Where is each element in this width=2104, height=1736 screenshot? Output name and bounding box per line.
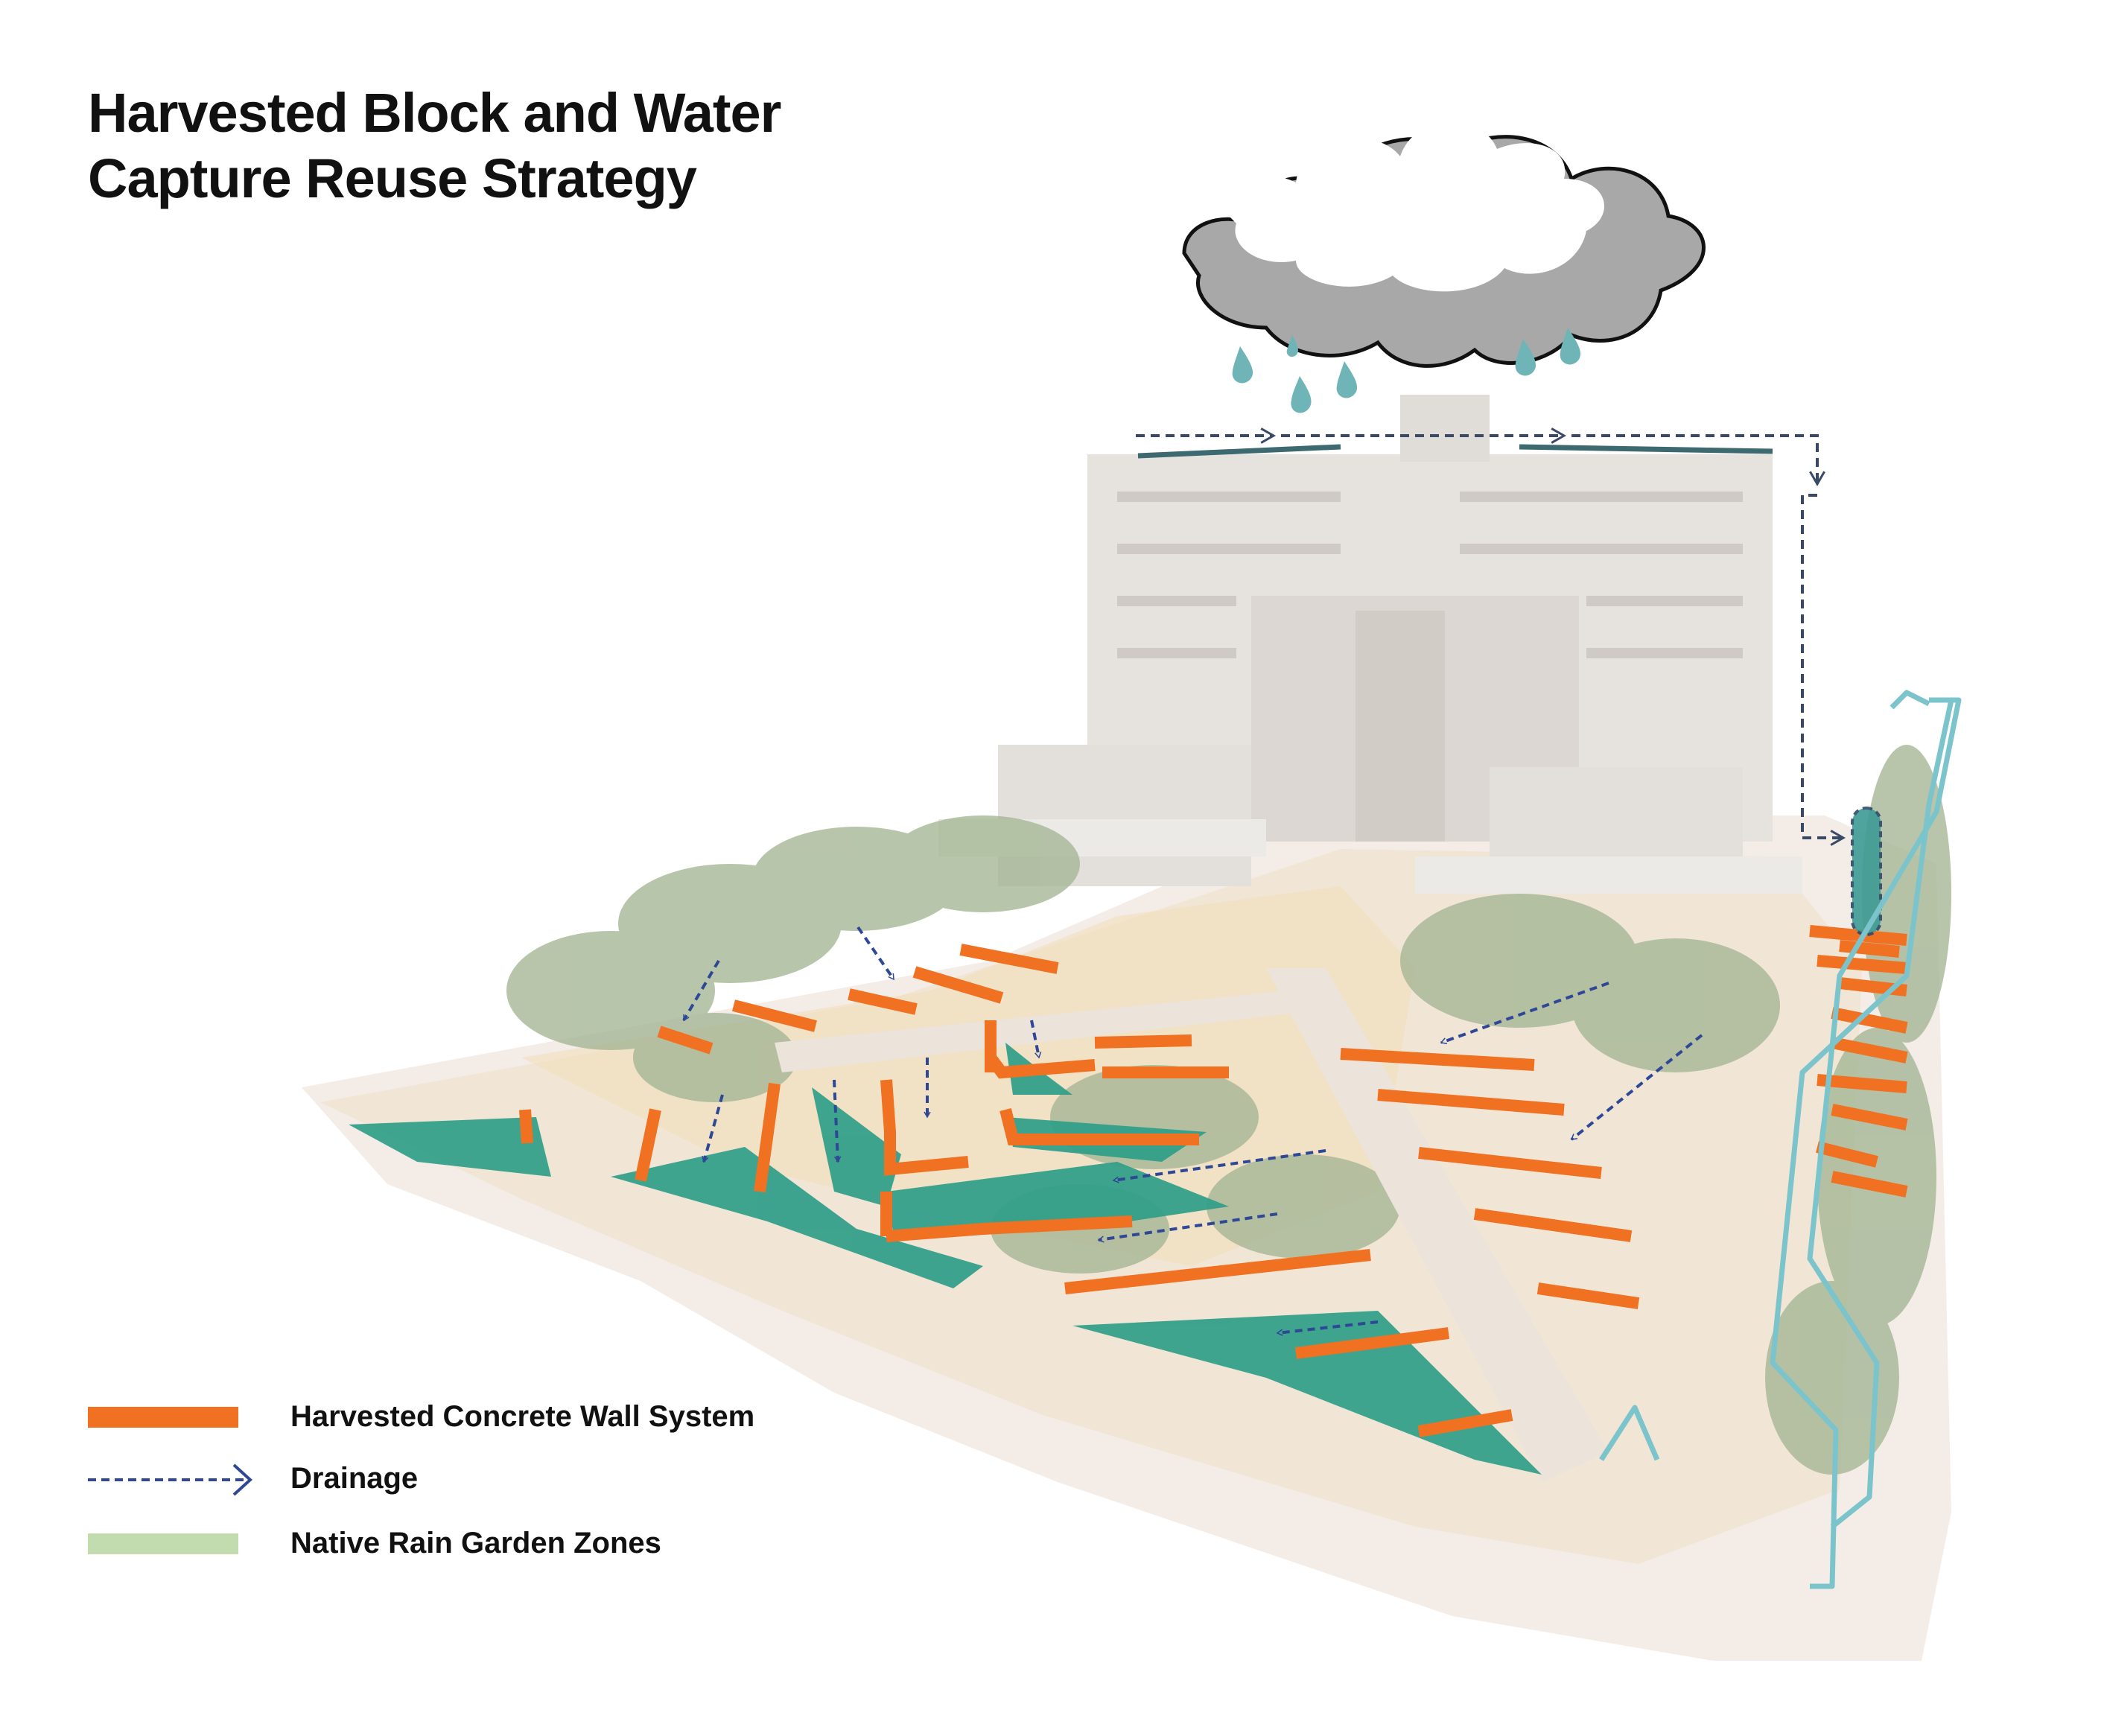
roof-collection-panels xyxy=(1137,444,1773,459)
title-line-2: Capture Reuse Strategy xyxy=(88,147,697,209)
courthouse-building xyxy=(938,395,1802,894)
roof-drainage-arrows xyxy=(1136,427,1846,846)
title-line-1: Harvested Block and Water xyxy=(88,82,781,144)
legend-label-wall: Harvested Concrete Wall System xyxy=(290,1400,755,1433)
rain-garden-swatch xyxy=(88,1533,238,1554)
flow-arrow-icon xyxy=(1599,690,1962,1589)
legend-label-drainage: Drainage xyxy=(290,1462,419,1495)
page-title: Harvested Block and Water Capture Reuse … xyxy=(88,80,781,212)
harvested-concrete-walls xyxy=(519,925,1908,1437)
wall-swatch xyxy=(88,1407,238,1428)
walkways xyxy=(775,968,1609,1482)
cistern-icon xyxy=(1851,807,1882,936)
legend-label-rain-garden: Native Rain Garden Zones xyxy=(290,1527,661,1559)
drainage-swatch xyxy=(88,1463,252,1496)
drainage-arrow-icon xyxy=(682,926,1703,1336)
rain-drop-icon xyxy=(1232,328,1581,413)
cloud-icon xyxy=(1182,121,1706,368)
